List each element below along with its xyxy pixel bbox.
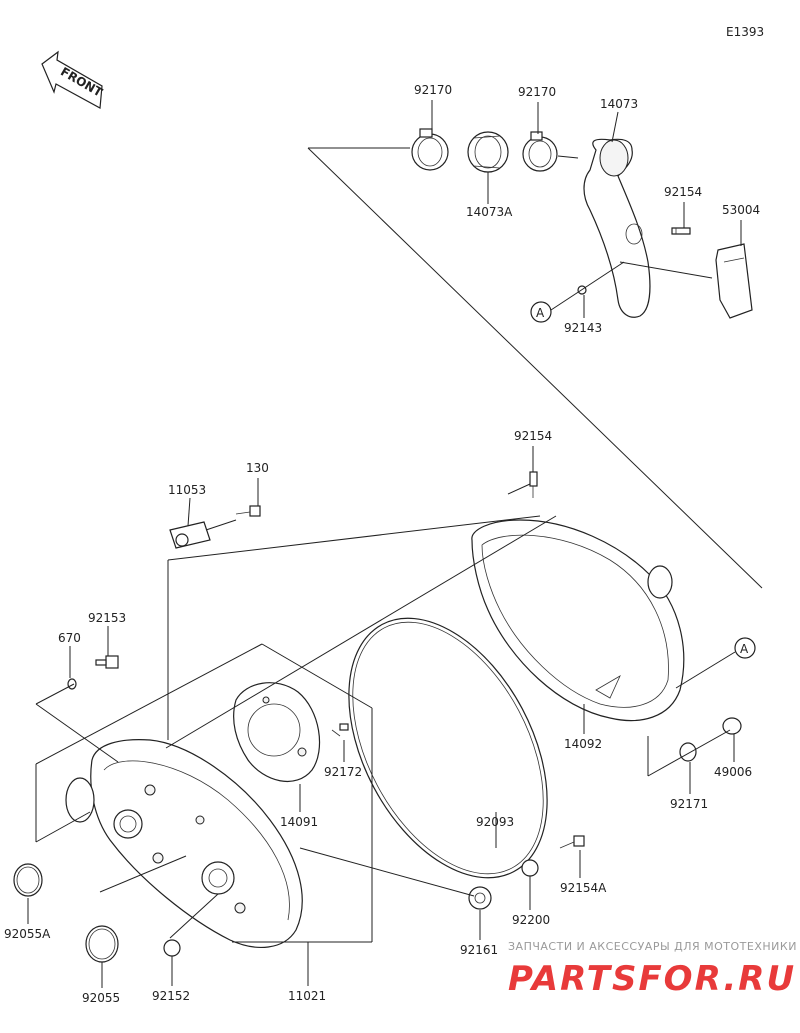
screw-130	[235, 505, 261, 517]
label-14091: 14091	[280, 815, 318, 829]
label-11053: 11053	[168, 483, 206, 497]
inner-cover-11021	[65, 739, 303, 948]
oring-92055A	[13, 863, 43, 897]
washer-92200	[521, 859, 539, 877]
label-92154-mid: 92154	[514, 429, 552, 443]
label-92055A: 92055A	[4, 927, 51, 941]
label-92161: 92161	[460, 943, 498, 957]
label-92171: 92171	[670, 797, 708, 811]
bolt-11053	[169, 521, 211, 549]
screw-92154-mid	[529, 471, 538, 498]
clamp-92170-left	[411, 128, 449, 171]
label-53004: 53004	[722, 203, 760, 217]
label-92200: 92200	[512, 913, 550, 927]
label-92143: 92143	[564, 321, 602, 335]
sleeve-14073A	[467, 131, 509, 173]
ref-marker-a-top	[530, 301, 552, 323]
washer-92152	[163, 939, 181, 957]
label-670: 670	[58, 631, 81, 645]
diagram-id: E1393	[726, 25, 764, 39]
outer-cover-14092	[471, 519, 685, 722]
label-92152: 92152	[152, 989, 190, 1003]
grommet-92171	[679, 742, 697, 762]
ref-marker-a-mid	[734, 637, 756, 659]
gasket-92093	[348, 617, 548, 879]
bolt-92153	[95, 655, 119, 669]
label-49006: 49006	[714, 765, 752, 779]
front-arrow-icon: FRONT	[41, 50, 106, 109]
label-92093: 92093	[476, 815, 514, 829]
ref-marker-a-top-text: A	[536, 306, 545, 320]
watermark-brand: PARTSFOR.RU	[508, 959, 796, 999]
label-14092: 14092	[564, 737, 602, 751]
duct-14073	[583, 138, 651, 318]
label-92170-left: 92170	[414, 83, 452, 97]
screw-92154-top	[671, 227, 691, 235]
ring-670	[67, 678, 77, 690]
watermark-tagline: ЗАПЧАСТИ И АКСЕССУАРЫ ДЛЯ МОТОТЕХНИКИ	[508, 940, 797, 953]
label-92172: 92172	[324, 765, 362, 779]
label-92154-top: 92154	[664, 185, 702, 199]
label-130: 130	[246, 461, 269, 475]
grommet-92161	[468, 886, 492, 910]
oring-92055	[85, 925, 119, 963]
label-11021: 11021	[288, 989, 326, 1003]
label-92170-right: 92170	[518, 85, 556, 99]
label-14073: 14073	[600, 97, 638, 111]
plate-14091	[233, 682, 321, 783]
label-plate-53004	[715, 243, 753, 319]
ref-marker-a-mid-text: A	[740, 642, 749, 656]
label-14073A: 14073A	[466, 205, 513, 219]
cap-49006	[722, 717, 742, 735]
clamp-92170-right	[522, 131, 558, 172]
screw-92172	[331, 723, 349, 737]
label-92153: 92153	[88, 611, 126, 625]
bolt-92154A	[559, 835, 585, 849]
label-92154A: 92154A	[560, 881, 607, 895]
label-92055: 92055	[82, 991, 120, 1005]
